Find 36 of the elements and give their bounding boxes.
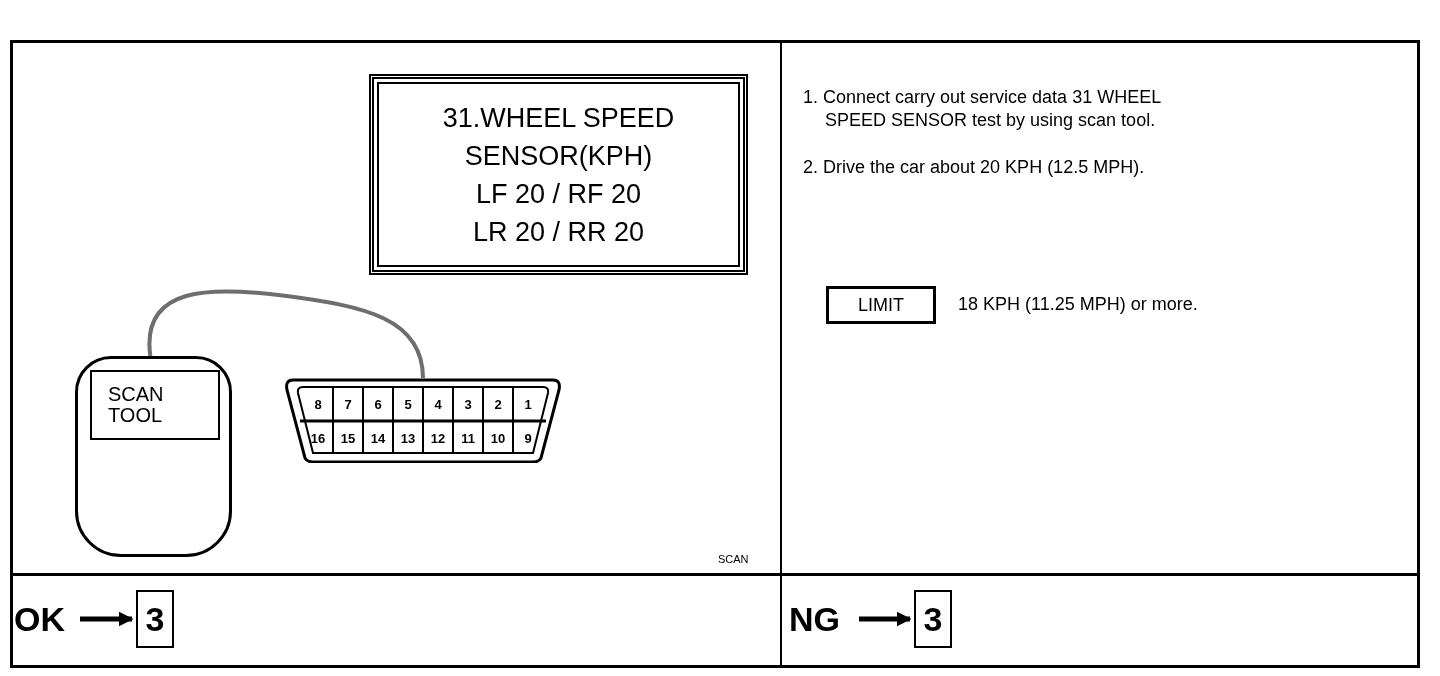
limit-box xyxy=(826,286,936,324)
instruction-text: 2. Drive the car about 20 KPH (12.5 MPH). xyxy=(803,156,1146,179)
pin-number: 2 xyxy=(494,397,502,411)
screen-text: LR 20 / RR 20 xyxy=(472,215,645,249)
step-number: 3 xyxy=(914,590,952,648)
pin-number: 14 xyxy=(370,431,386,445)
pin-number: 12 xyxy=(430,431,446,445)
cable xyxy=(147,289,425,379)
pin-number: 5 xyxy=(404,397,412,411)
pin-number: 6 xyxy=(374,397,382,411)
step-number: 3 xyxy=(136,590,174,648)
pin-number: 4 xyxy=(434,397,442,411)
arrow xyxy=(80,611,134,627)
pin-number: 3 xyxy=(464,397,472,411)
limit-value: 18 KPH (11.25 MPH) or more. xyxy=(958,294,1198,315)
pin-number: 10 xyxy=(490,431,506,445)
pin-number: 8 xyxy=(314,397,322,411)
result-label: NG xyxy=(789,596,855,642)
figure-code: SCAN xyxy=(718,553,749,565)
pin-number: 16 xyxy=(310,431,326,445)
result-label: OK xyxy=(14,596,76,642)
screen-text: LF 20 / RF 20 xyxy=(475,177,642,211)
pin-number: 7 xyxy=(344,397,352,411)
display-screen xyxy=(369,74,748,275)
pin-number: 15 xyxy=(340,431,356,445)
device-label: SCAN TOOL xyxy=(90,370,220,440)
pin-number: 13 xyxy=(400,431,416,445)
pin-number: 11 xyxy=(461,431,475,445)
pin-number: 1 xyxy=(524,397,532,411)
diagnostic-connector xyxy=(285,378,561,463)
arrow xyxy=(859,611,912,627)
screen-text: 31.WHEEL SPEED SENSOR(KPH) xyxy=(441,101,676,173)
scan-tool-device xyxy=(75,356,232,557)
instruction-text: 1. Connect carry out service data 31 WHEEL SPEED SENSOR test by using scan tool. xyxy=(803,86,1162,132)
pin-number: 9 xyxy=(524,431,532,445)
limit-label: LIMIT xyxy=(858,294,904,316)
